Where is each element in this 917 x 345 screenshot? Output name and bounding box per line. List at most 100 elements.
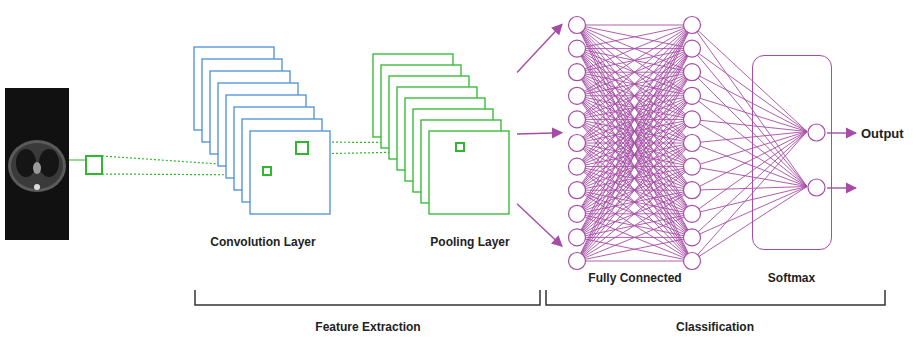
ct-lung xyxy=(16,149,36,177)
neuron xyxy=(569,64,586,81)
section-label: Classification xyxy=(676,320,754,335)
ct-scan-image xyxy=(5,88,102,240)
neuron-link xyxy=(577,25,692,237)
ct-background xyxy=(5,88,69,240)
connector xyxy=(517,204,562,247)
neuron-link xyxy=(577,25,692,26)
neuron-link xyxy=(577,72,692,261)
connector-line xyxy=(692,132,807,144)
neuron-link xyxy=(577,25,692,72)
neuron xyxy=(684,205,701,222)
connector-line xyxy=(692,187,807,238)
neuron xyxy=(684,229,701,246)
softmax-box: Softmax xyxy=(752,55,832,250)
node-shape xyxy=(565,14,701,272)
connector-line xyxy=(692,25,807,132)
neuron xyxy=(569,205,586,222)
neuron xyxy=(569,182,586,199)
kernel-window xyxy=(263,167,271,175)
neuron-link xyxy=(577,25,692,49)
neuron-link xyxy=(577,214,692,261)
focus-square xyxy=(86,156,102,174)
kernel-window xyxy=(456,143,464,151)
kernel-window xyxy=(296,142,308,154)
neuron xyxy=(569,135,586,152)
neuron-link xyxy=(577,96,692,261)
section-label: Feature Extraction xyxy=(315,320,420,335)
connector-line xyxy=(692,49,807,187)
neuron xyxy=(684,135,701,152)
node-shape xyxy=(372,53,512,215)
layer-label: Pooling Layer xyxy=(430,235,509,250)
neuron-link xyxy=(577,25,692,143)
layer-label: Softmax xyxy=(768,271,815,286)
node-shape xyxy=(193,46,333,216)
neuron-link xyxy=(577,119,692,261)
neuron-link xyxy=(577,25,692,119)
bracket xyxy=(546,290,885,305)
neuron-link xyxy=(577,119,692,261)
neuron xyxy=(569,229,586,246)
fully-connected-network: Fully Connected xyxy=(565,14,701,272)
neuron xyxy=(684,182,701,199)
ct-spine xyxy=(34,184,40,190)
connector-line xyxy=(692,187,807,214)
neuron-link xyxy=(577,190,692,261)
connector-line xyxy=(692,132,807,262)
feature-map xyxy=(429,131,509,214)
focus-leader xyxy=(69,160,86,161)
neuron-link xyxy=(577,143,692,261)
connector-line xyxy=(692,187,807,191)
connector-line xyxy=(692,132,807,191)
conv-layer-stack: Convolution Layer xyxy=(193,46,333,216)
neuron xyxy=(684,87,701,104)
neuron-link xyxy=(577,167,692,261)
neuron-link xyxy=(577,25,692,237)
neuron-link xyxy=(577,25,692,261)
neuron-link xyxy=(577,167,692,261)
neuron-link xyxy=(577,25,692,119)
output-label: Output xyxy=(861,126,904,141)
connector-line xyxy=(692,96,807,132)
connector xyxy=(517,133,562,134)
feature-map xyxy=(250,131,330,214)
connector-line xyxy=(692,25,807,187)
neuron-link xyxy=(577,25,692,190)
neuron-link xyxy=(577,25,692,261)
neuron xyxy=(684,40,701,57)
connector-line xyxy=(692,119,807,186)
node-shape xyxy=(753,56,833,251)
neuron-link xyxy=(577,96,692,261)
neuron-link xyxy=(577,25,692,214)
bracket xyxy=(195,290,540,305)
neuron xyxy=(569,111,586,128)
neuron-link xyxy=(577,25,692,214)
connector-line xyxy=(692,143,807,187)
connector-line xyxy=(692,167,807,187)
connector xyxy=(517,24,562,72)
connector-line xyxy=(692,49,807,132)
neuron-link xyxy=(577,214,692,261)
connector-line xyxy=(692,132,807,238)
neuron-link xyxy=(577,49,692,261)
layer-label: Convolution Layer xyxy=(210,235,315,250)
ct-body-inner xyxy=(11,143,63,189)
ct-lung xyxy=(39,149,59,177)
neuron-link xyxy=(577,25,692,49)
neuron-link xyxy=(577,49,692,261)
neuron-link xyxy=(577,72,692,261)
pooling-layer-stack: Pooling Layer xyxy=(372,53,512,215)
connector xyxy=(692,25,807,261)
neuron-link xyxy=(577,25,692,143)
layer-label: Fully Connected xyxy=(588,271,681,286)
neuron-link xyxy=(577,261,692,262)
neuron-link xyxy=(577,143,692,261)
output-neuron xyxy=(808,124,825,141)
ct-body xyxy=(8,140,66,192)
connector-line xyxy=(692,132,807,214)
neuron xyxy=(569,40,586,57)
neuron-link xyxy=(577,25,692,167)
output-neuron xyxy=(808,179,825,196)
neuron xyxy=(569,17,586,34)
neuron xyxy=(684,111,701,128)
